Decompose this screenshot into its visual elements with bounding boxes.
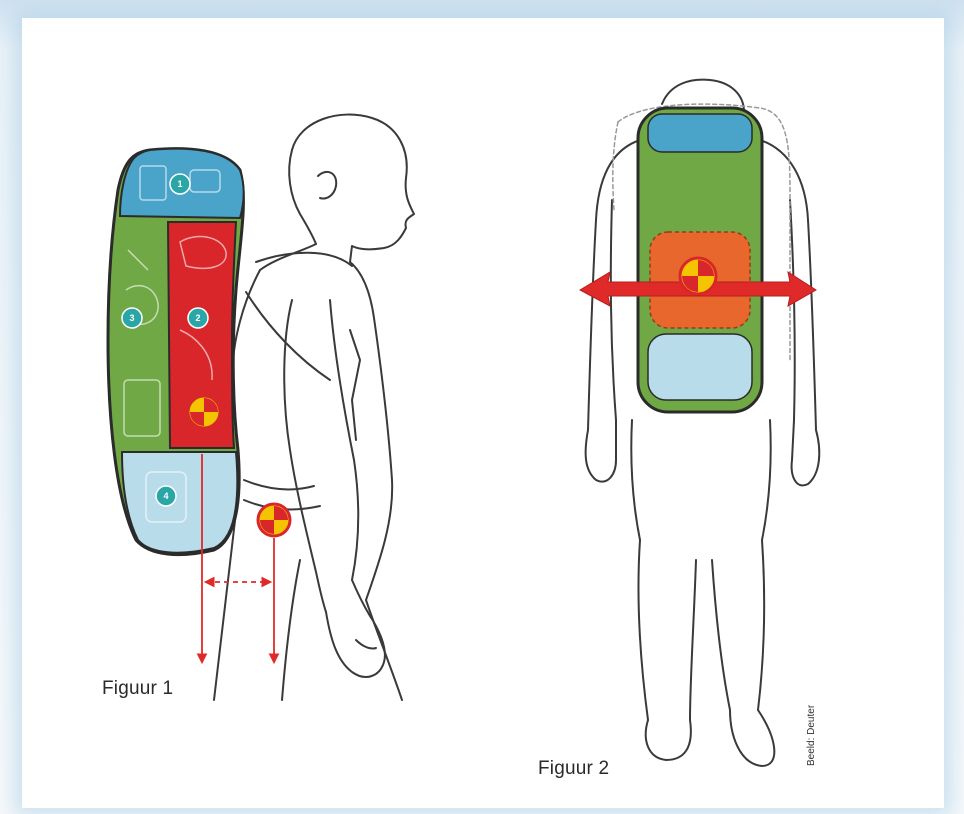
zone-4-compartment <box>648 334 752 400</box>
figure1-caption: Figuur 1 <box>102 678 173 700</box>
zone-4-number: 4 <box>163 491 168 501</box>
figure1-backpack: 1 2 3 4 <box>108 149 244 555</box>
center-of-gravity-icon <box>680 258 716 294</box>
zone-4-compartment <box>122 452 237 553</box>
zone-2-number: 2 <box>195 313 200 323</box>
center-of-gravity-icon <box>188 396 220 428</box>
zone-1-compartment <box>648 114 752 152</box>
center-of-gravity-icon <box>258 504 290 536</box>
zone-3-number: 3 <box>129 313 134 323</box>
zone-1-number: 1 <box>177 179 182 189</box>
figure2-caption: Figuur 2 <box>538 758 609 780</box>
image-credit: Beeld: Deuter <box>806 705 817 766</box>
